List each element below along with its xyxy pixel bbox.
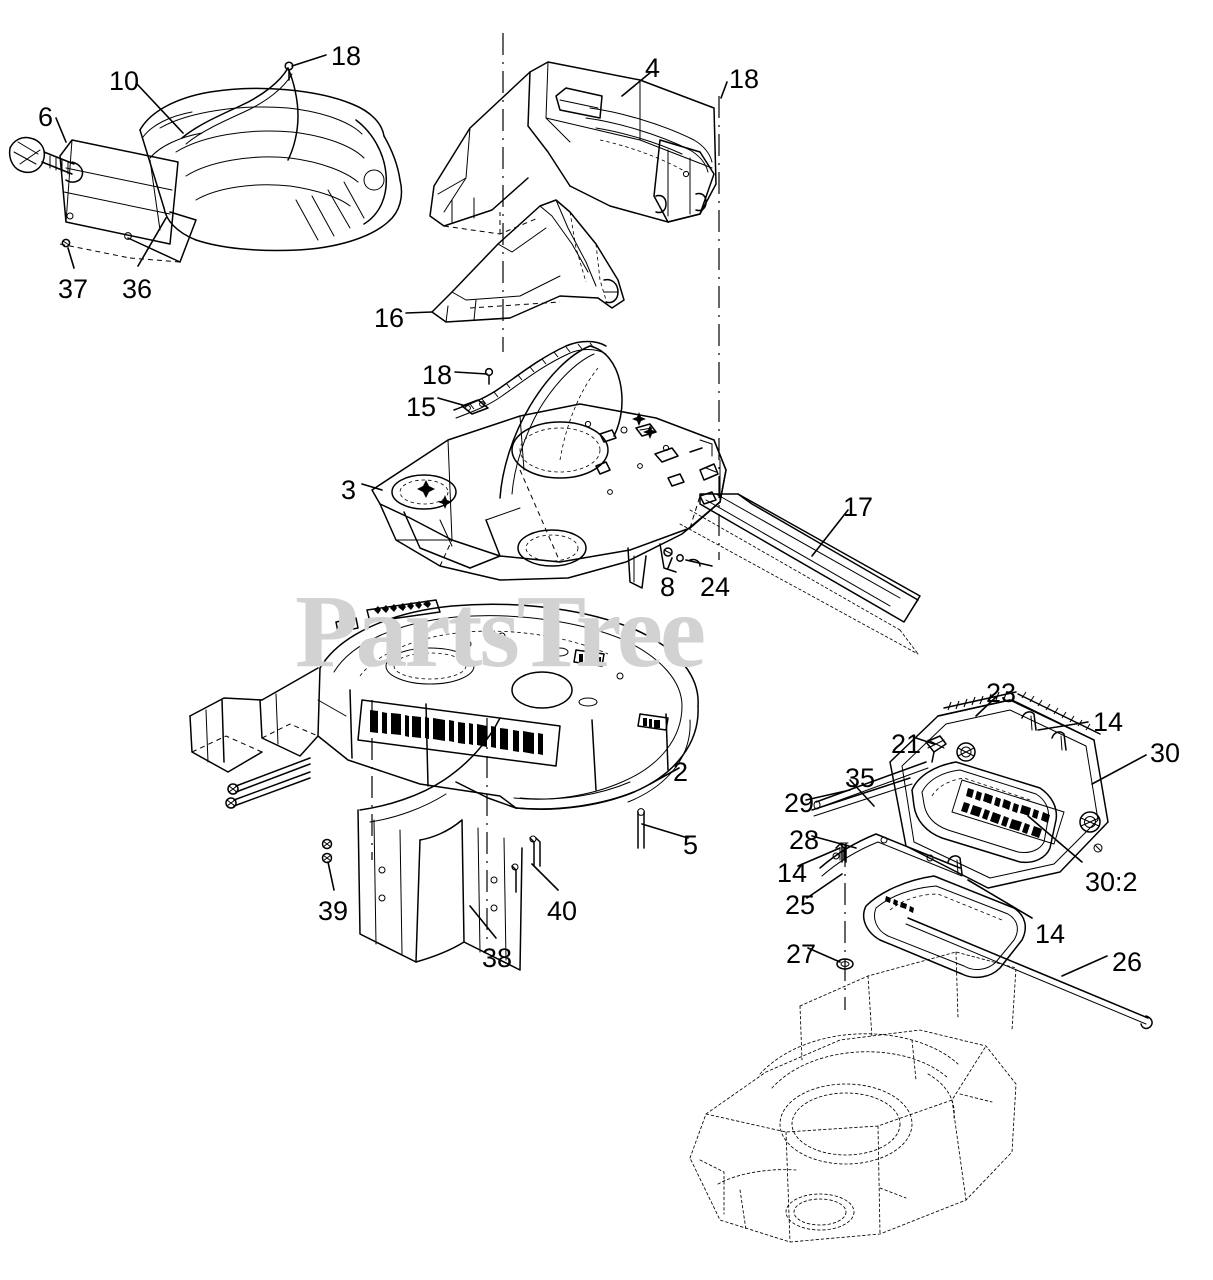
deck-decal-front: [357, 699, 561, 767]
frame-knob-upper: [956, 742, 976, 762]
rod-29: [811, 777, 913, 817]
clip-14-b: [1051, 731, 1067, 751]
callout-23: 23: [986, 678, 1017, 708]
callout-17: 17: [843, 492, 874, 522]
callout-5: 5: [683, 830, 699, 860]
mower-deck-assembly: [189, 599, 699, 971]
callout-36: 36: [122, 274, 153, 304]
callout-24: 24: [700, 572, 731, 602]
latch-knob-6: [8, 136, 84, 183]
hood-assembly: [8, 61, 403, 263]
console-assembly: [429, 61, 717, 323]
callout-37: 37: [58, 274, 89, 304]
bag-latch-21: [925, 735, 947, 763]
centerline-group: [371, 33, 846, 1010]
deck-decal-top: [335, 599, 441, 633]
callout-35: 35: [845, 763, 876, 793]
callout-14: 14: [1093, 707, 1124, 737]
callout-6: 6: [38, 102, 54, 132]
callout-10: 10: [109, 66, 140, 96]
grass-bag-assembly: [811, 690, 1153, 1030]
rod-26: [905, 917, 1153, 1030]
callout-26: 26: [1112, 947, 1143, 977]
callout-14: 14: [1035, 919, 1066, 949]
callout-18: 18: [331, 41, 362, 71]
callout-3: 3: [341, 475, 357, 505]
bolt-39-upper: [227, 757, 311, 795]
callout-29: 29: [784, 788, 815, 818]
bolt-39-lower: [225, 771, 311, 809]
callout-21: 21: [891, 729, 922, 759]
pin-5: [637, 808, 645, 849]
callout-38: 38: [482, 943, 513, 973]
callout-30-2: 30:2: [1085, 867, 1138, 897]
frame-knob-lower: [1079, 811, 1101, 833]
ghost-mower-reference: [689, 951, 1017, 1243]
callout-8: 8: [660, 572, 676, 602]
callout-2: 2: [673, 757, 689, 787]
callout-14: 14: [777, 858, 808, 888]
pin-25: [839, 842, 849, 863]
callout-39: 39: [318, 896, 349, 926]
callout-25: 25: [785, 890, 816, 920]
main-frame-assembly: [371, 340, 727, 589]
callout-18: 18: [729, 64, 760, 94]
callout-30: 30: [1150, 738, 1181, 768]
callout-16: 16: [374, 303, 405, 333]
callout-28: 28: [789, 825, 820, 855]
pin-40: [511, 835, 541, 893]
callout-27: 27: [786, 939, 817, 969]
callout-18: 18: [422, 360, 453, 390]
leader-lines: [55, 54, 1147, 977]
bag-decal: [951, 779, 1065, 845]
callout-15: 15: [406, 392, 437, 422]
clip-14-a: [1021, 711, 1037, 731]
callout-40: 40: [547, 896, 578, 926]
pin-27: [836, 958, 854, 970]
side-rail-17: [679, 493, 921, 655]
callout-4: 4: [645, 53, 661, 83]
